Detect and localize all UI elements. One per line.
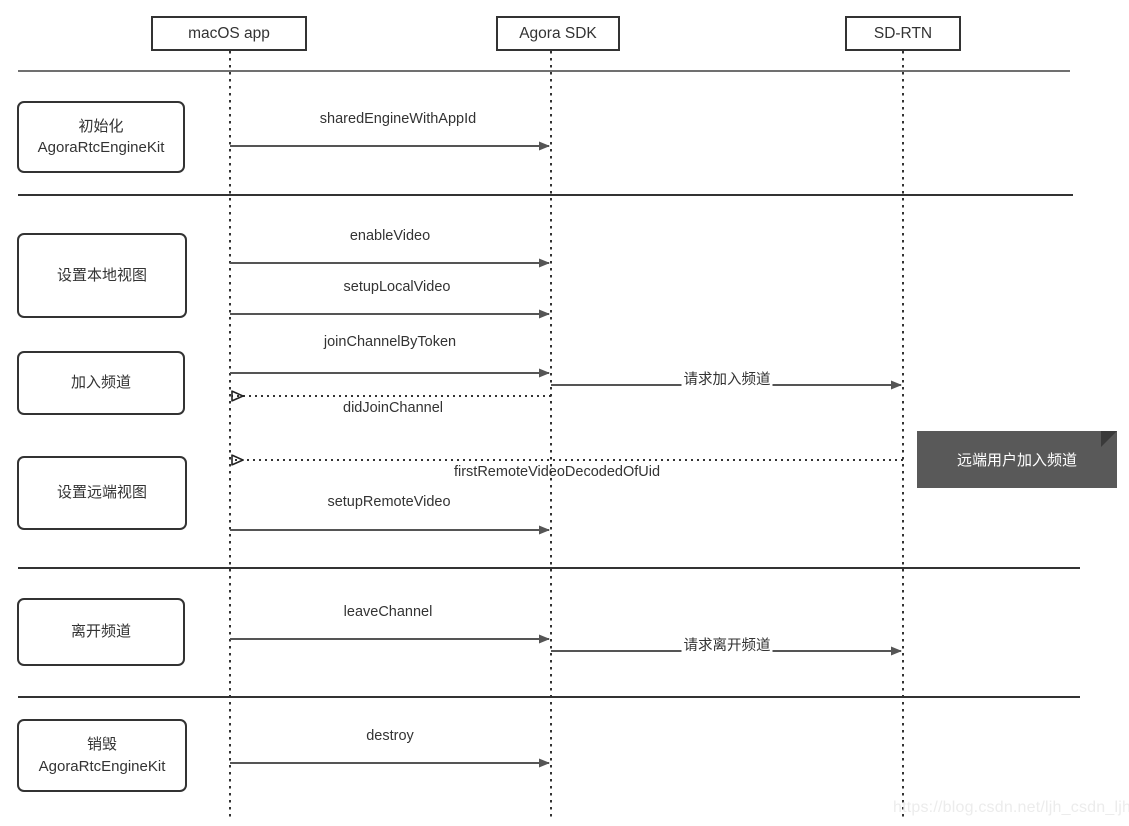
participant-macos-app[interactable]: macOS app xyxy=(151,16,307,51)
participant-sd-rtn[interactable]: SD-RTN xyxy=(845,16,961,51)
activity-setup-local-view[interactable]: 设置本地视图 xyxy=(17,233,187,318)
participant-label: SD-RTN xyxy=(873,24,933,42)
activity-label: 加入频道 xyxy=(70,374,131,392)
label-msg-destroy: destroy xyxy=(366,728,414,744)
activity-setup-remote-view[interactable]: 设置远端视图 xyxy=(17,456,187,530)
activity-leave-channel[interactable]: 离开频道 xyxy=(17,598,185,666)
note-label: 远端用户加入频道 xyxy=(956,452,1077,469)
watermark: https://blog.csdn.net/ljh_csdn_ljh xyxy=(893,799,1129,816)
activity-label: 设置远端视图 xyxy=(56,484,147,502)
activity-join-channel[interactable]: 加入频道 xyxy=(17,351,185,415)
label-msg-shared-engine: sharedEngineWithAppId xyxy=(319,111,477,127)
activity-destroy-engine[interactable]: 销毁 AgoraRtcEngineKit xyxy=(17,719,187,792)
activity-label: 设置本地视图 xyxy=(56,266,147,284)
note-note-remote-join: 远端用户加入频道 xyxy=(917,431,1117,488)
label-msg-setup-remote: setupRemoteVideo xyxy=(327,494,451,510)
label-msg-setup-local: setupLocalVideo xyxy=(343,279,451,295)
label-msg-first-remote: firstRemoteVideoDecodedOfUid xyxy=(453,464,661,480)
activity-label: 初始化 AgoraRtcEngineKit xyxy=(37,117,165,156)
label-msg-leave-channel: leaveChannel xyxy=(343,604,433,620)
note-fold-corner-icon xyxy=(1101,431,1117,447)
label-msg-request-join: 请求加入频道 xyxy=(681,368,773,389)
label-msg-request-leave: 请求离开频道 xyxy=(681,634,773,655)
lifelines xyxy=(229,51,904,818)
participant-label: macOS app xyxy=(188,24,270,42)
message-arrows xyxy=(230,141,903,768)
activity-init-engine[interactable]: 初始化 AgoraRtcEngineKit xyxy=(17,101,185,173)
participant-agora-sdk[interactable]: Agora SDK xyxy=(496,16,620,51)
activity-label: 销毁 AgoraRtcEngineKit xyxy=(38,736,166,775)
participant-label: Agora SDK xyxy=(519,24,597,42)
activity-label: 离开频道 xyxy=(70,623,131,641)
label-msg-join-channel: joinChannelByToken xyxy=(323,334,457,350)
label-msg-enable-video: enableVideo xyxy=(349,228,431,244)
label-msg-did-join: didJoinChannel xyxy=(343,400,443,416)
